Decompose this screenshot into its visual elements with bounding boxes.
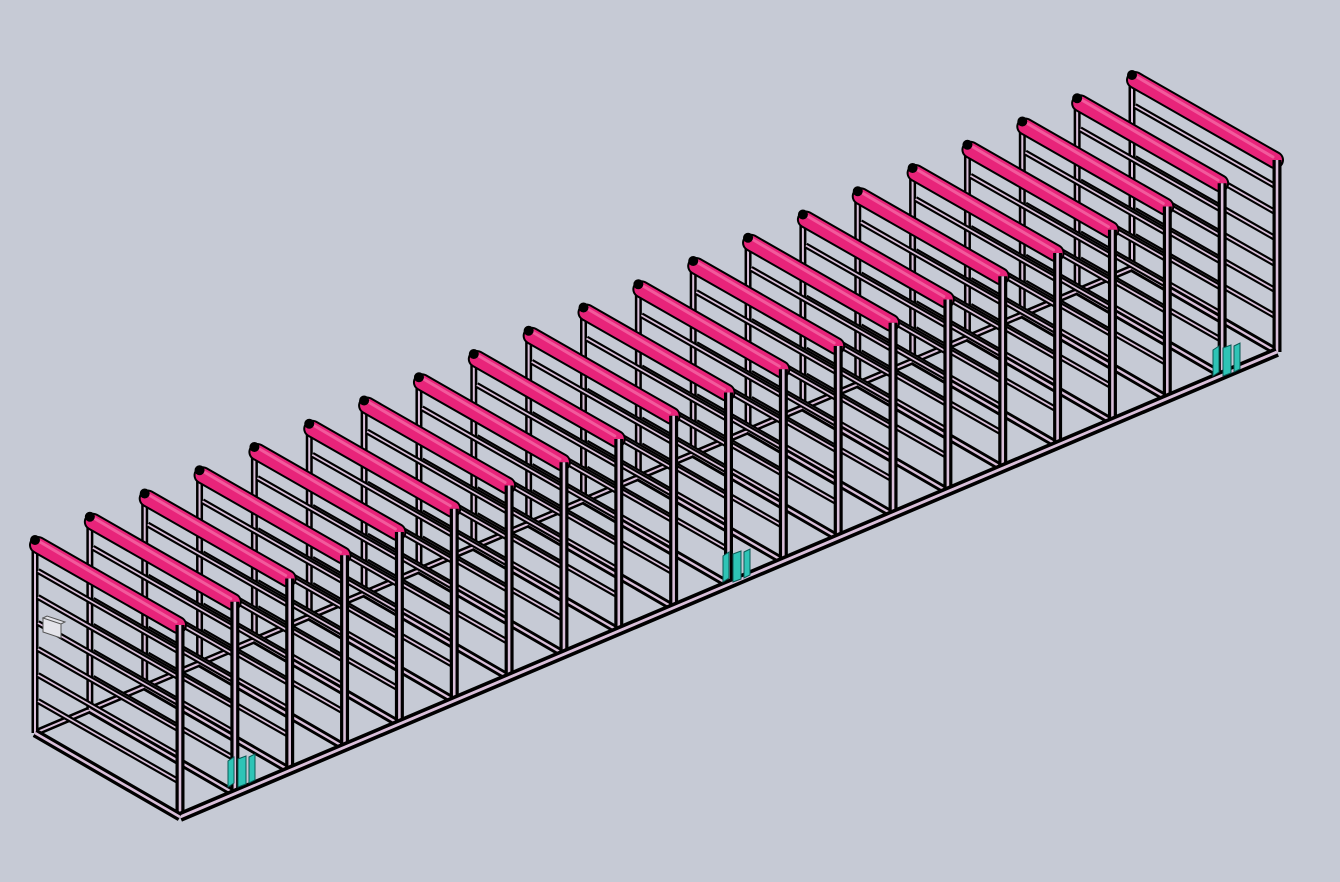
post-cap <box>30 535 40 545</box>
roller-shine <box>1135 75 1275 159</box>
roller <box>469 352 624 446</box>
cross-bar-highlight <box>202 500 343 582</box>
cross-bar-highlight <box>366 430 508 513</box>
mounting-bracket <box>1212 342 1241 377</box>
post-cap <box>139 488 150 499</box>
cross-bar-highlight <box>860 221 1002 303</box>
roller-shine <box>257 447 397 531</box>
roller-shine <box>312 424 452 508</box>
cross-bar-highlight <box>311 454 453 536</box>
roller <box>305 421 460 516</box>
roller <box>744 235 899 330</box>
post-cap <box>1072 93 1083 104</box>
roller-shine <box>861 191 1001 275</box>
post-cap <box>633 279 644 290</box>
roller-shine <box>1080 98 1220 182</box>
roller-shine <box>587 308 726 391</box>
cross-bar-highlight <box>92 547 234 629</box>
roller <box>360 398 515 493</box>
roller <box>579 305 734 400</box>
roller-shine <box>641 284 781 368</box>
roller <box>524 328 679 423</box>
roller <box>908 166 1063 260</box>
post-cap <box>468 349 479 359</box>
cross-bar-highlight <box>37 700 179 782</box>
cross-bar-highlight <box>147 523 289 606</box>
post-cap <box>578 302 589 313</box>
end-base-rail-highlight <box>34 731 181 819</box>
roller <box>250 445 405 539</box>
post-cap <box>304 418 315 429</box>
cross-bar-highlight <box>915 198 1057 280</box>
cross-bar-highlight <box>586 337 727 420</box>
roller-conveyor-rack-model <box>29 70 1284 822</box>
roller <box>1073 96 1228 191</box>
roller-shine <box>367 401 507 484</box>
cross-bar-highlight <box>970 175 1111 257</box>
roller-shine <box>1025 122 1165 205</box>
post-cap <box>523 325 534 336</box>
roller <box>195 468 350 563</box>
roller <box>963 142 1118 237</box>
post-cap <box>688 256 699 266</box>
post-cap <box>743 232 754 243</box>
roller <box>85 514 240 609</box>
roller <box>1018 119 1173 214</box>
cross-bar-highlight <box>1134 105 1276 187</box>
cross-bar-highlight <box>1024 151 1166 234</box>
cross-bar-highlight <box>37 674 179 756</box>
post-cap <box>1017 116 1028 127</box>
cross-bar-highlight <box>256 477 398 559</box>
roller <box>634 282 789 377</box>
roller <box>414 375 569 470</box>
cross-bar-highlight <box>750 268 892 350</box>
roller <box>1128 73 1282 167</box>
roller-shine <box>148 494 288 577</box>
roller <box>31 538 185 632</box>
post-cap <box>797 209 808 220</box>
roller-shine <box>422 377 562 461</box>
post-cap <box>962 139 973 150</box>
roller-shine <box>916 168 1056 252</box>
post-cap <box>1127 70 1137 80</box>
front-base-rail-highlight <box>179 350 1278 819</box>
cross-bar-highlight <box>37 570 179 652</box>
roller-shine <box>806 215 946 298</box>
post-cap <box>907 163 918 173</box>
roller-shine <box>477 354 617 438</box>
cross-bar-highlight <box>37 596 179 678</box>
cross-bar-highlight <box>476 384 618 466</box>
roller-shine <box>696 261 836 345</box>
cross-bar-highlight <box>805 244 947 327</box>
cross-bar-highlight <box>531 361 673 443</box>
roller-shine <box>532 331 672 415</box>
roller <box>853 189 1008 284</box>
base-cross-member-highlight <box>89 708 236 795</box>
cross-bar-highlight <box>695 291 837 373</box>
post-cap <box>194 465 205 476</box>
roller-shine <box>970 145 1110 229</box>
cross-bar-highlight <box>1079 128 1221 210</box>
roller <box>140 491 295 586</box>
mounting-bracket <box>227 753 256 788</box>
roller-shine <box>38 540 178 624</box>
roller <box>689 259 844 353</box>
cross-bar-highlight <box>37 648 179 730</box>
post-cap <box>413 372 424 383</box>
post-cap <box>359 395 370 406</box>
cross-bar-highlight <box>640 314 782 396</box>
roller-shine <box>93 517 233 601</box>
post-cap <box>249 442 260 452</box>
mounting-bracket <box>722 548 751 583</box>
control-box <box>41 615 67 639</box>
cross-bar-highlight <box>421 407 563 489</box>
roller-shine <box>203 470 343 554</box>
post-cap <box>84 511 95 522</box>
post-cap <box>852 186 863 197</box>
roller <box>798 212 953 307</box>
roller-shine <box>751 238 891 322</box>
